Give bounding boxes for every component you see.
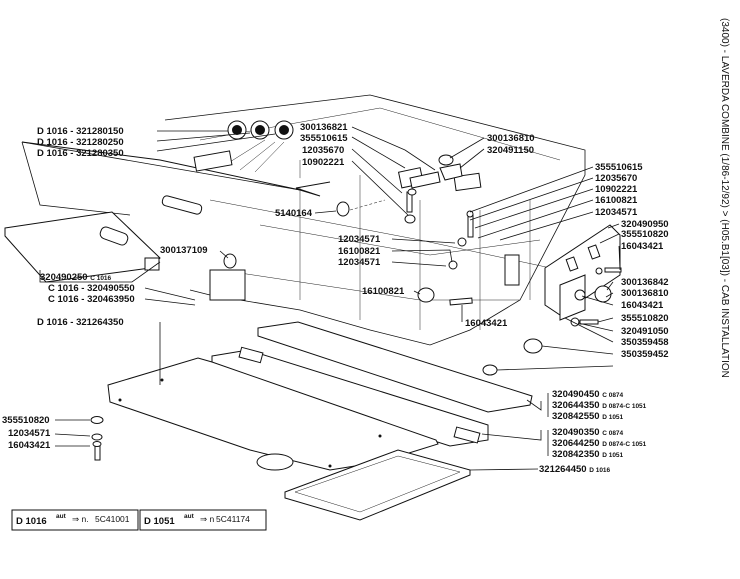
label-320463950: C 1016 - 320463950 <box>48 294 135 305</box>
rail-upper <box>257 321 533 413</box>
label-300136842: 300136842 <box>621 277 669 288</box>
knob-350359452 <box>482 364 498 376</box>
floor-rails <box>211 321 533 447</box>
label-320842350: 320842350 D 1051 <box>552 449 624 460</box>
label-10902221-a: 10902221 <box>302 157 345 168</box>
label-355510615-b: 355510615 <box>595 162 643 173</box>
label-12034571-d: 12034571 <box>8 428 51 439</box>
label-350359452: 350359452 <box>621 349 669 360</box>
frame-panel-left <box>209 269 246 301</box>
upper-panel-slot <box>161 195 203 215</box>
label-320490250: 320490250 C 1016 <box>40 272 112 283</box>
serial-note-d1016 <box>11 509 139 531</box>
floor-panel-small <box>284 449 471 521</box>
fasteners-centre <box>223 154 474 306</box>
label-355510820-b: 355510820 <box>621 313 669 324</box>
frame-slot <box>504 254 520 286</box>
label-320490550: C 1016 - 320490550 <box>48 283 135 294</box>
label-12035670-b: 12035670 <box>595 173 637 184</box>
label-321264350: D 1016 - 321264350 <box>37 317 124 328</box>
label-320490350: 320490350 C 0874 <box>552 427 624 438</box>
label-5140164: 5140164 <box>275 208 313 219</box>
label-16043421-b: 16043421 <box>621 241 664 252</box>
label-355510820-a: 355510820 <box>621 229 669 240</box>
label-12035670-a: 12035670 <box>302 145 344 156</box>
label-16043421-c: 16043421 <box>621 300 664 311</box>
label-320644250: 320644250 D 0874-C 1051 <box>552 438 647 449</box>
label-321264450: 321264450 D 1016 <box>539 464 611 475</box>
label-16043421-d: 16043421 <box>8 440 51 451</box>
grommet-5140164 <box>336 201 350 217</box>
label-16100821-c: 16100821 <box>595 195 638 206</box>
bolt-stack <box>90 416 104 461</box>
right-bracket-assembly <box>482 224 622 376</box>
note-model-d1051: D 1051 <box>144 516 175 527</box>
label-12034571-a: 12034571 <box>338 234 381 245</box>
bushing-16100821 <box>417 287 435 303</box>
label-320490450: 320490450 C 0874 <box>552 389 624 400</box>
label-16100821-a: 16100821 <box>338 246 381 257</box>
label-16100821-b: 16100821 <box>362 286 405 297</box>
switch-knobs <box>193 120 294 173</box>
label-355510615-a: 355510615 <box>300 133 348 144</box>
knob-350359458 <box>523 338 543 354</box>
left-lower-panel <box>4 211 161 283</box>
label-300136821: 300136821 <box>300 122 348 133</box>
upper-panel <box>21 141 331 216</box>
note-serial-d1051: 5C41174 <box>216 514 250 524</box>
panel-clip <box>144 257 160 271</box>
side-title: (3400) - LAVERDA COMBINE (1/86-12/92) > … <box>719 18 730 378</box>
label-320490950: 320490950 <box>621 219 669 230</box>
label-320491050: 320491050 <box>621 326 669 337</box>
label-12034571-b: 12034571 <box>338 257 381 268</box>
note-aut-d1051: aut <box>184 513 195 520</box>
label-300136810-b: 300136810 <box>621 288 669 299</box>
label-350359458: 350359458 <box>621 337 669 348</box>
frame-plate-right <box>453 172 482 192</box>
note-model-d1016: D 1016 <box>16 516 47 527</box>
note-aut-d1016: aut <box>56 513 67 520</box>
label-355510820-c: 355510820 <box>2 415 50 426</box>
label-300136810-a: 300136810 <box>487 133 535 144</box>
label-320491150: 320491150 <box>487 145 534 156</box>
label-321280150: D 1016 - 321280150 <box>37 126 124 137</box>
serial-notes: D 1016 aut ⇒ n. 5C41001 D 1051 aut ⇒ n 5… <box>11 509 267 531</box>
label-320842550: 320842550 D 1051 <box>552 411 624 422</box>
label-321280250: D 1016 - 321280250 <box>37 137 124 148</box>
label-12034571-c: 12034571 <box>595 207 638 218</box>
label-16043421-a: 16043421 <box>465 318 508 329</box>
part-labels: D 1016 - 321280150 D 1016 - 321280250 D … <box>2 122 669 475</box>
label-321280350: D 1016 - 321280350 <box>37 148 124 159</box>
note-serial-d1016: 5C41001 <box>95 514 130 524</box>
label-10902221-b: 10902221 <box>595 184 638 195</box>
note-arrow-d1016: ⇒ n. <box>72 514 89 524</box>
label-300137109: 300137109 <box>160 245 208 256</box>
label-320644350: 320644350 D 0874-C 1051 <box>552 400 647 411</box>
serial-note-d1051 <box>139 509 267 531</box>
leader-lines <box>39 126 621 471</box>
note-arrow-d1051: ⇒ n <box>200 514 214 524</box>
